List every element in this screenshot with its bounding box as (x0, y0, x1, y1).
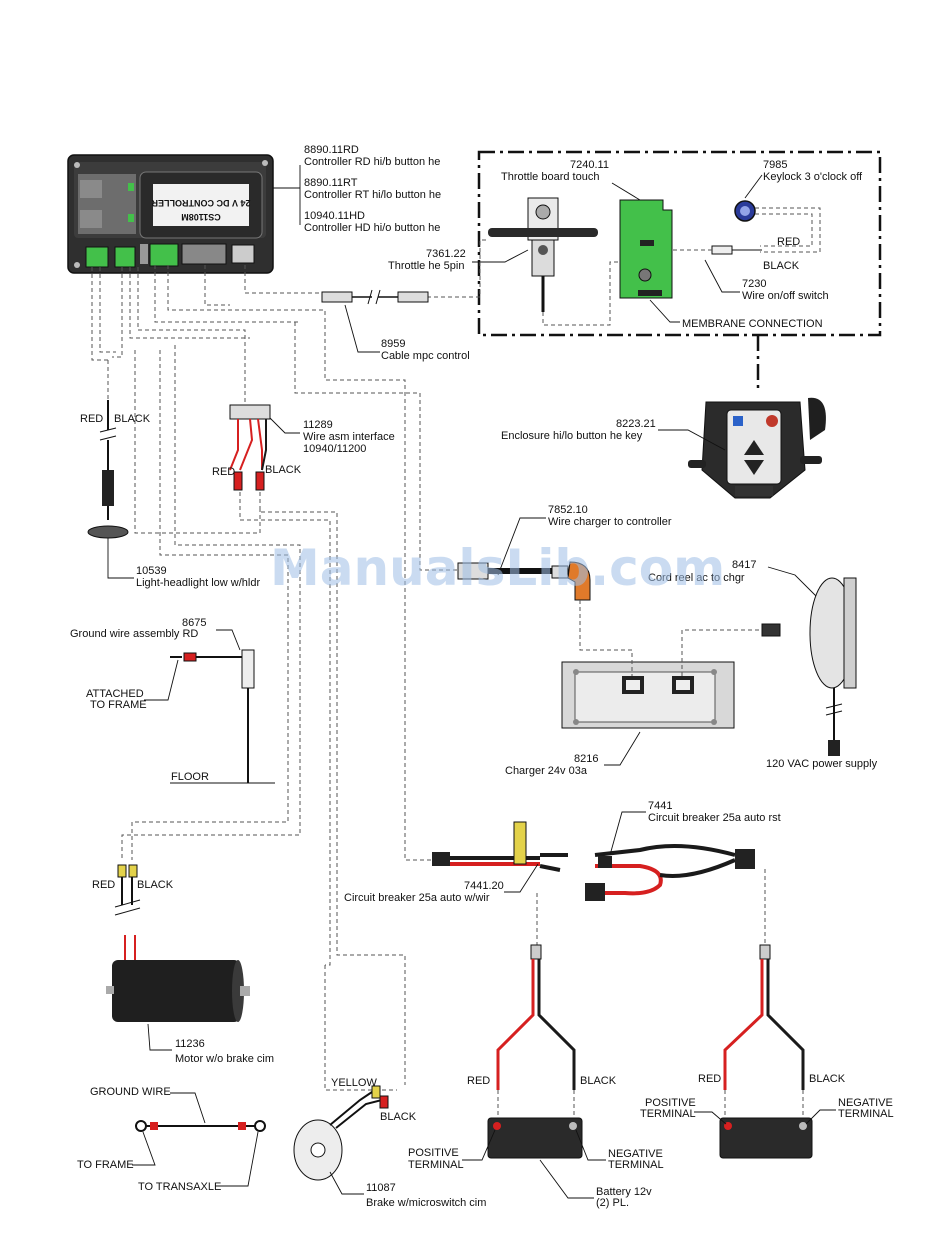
battery-left-negative-2: TERMINAL (608, 1159, 664, 1171)
charger (561, 661, 735, 729)
enclosure-description: Enclosure hi/lo button he key (501, 430, 643, 442)
wire-interface (229, 404, 271, 491)
rt-number: 8890.11RT (304, 177, 358, 189)
breaker-wire-description: Circuit breaker 25a auto w/wir (344, 892, 490, 904)
breaker-wire-number: 7441.20 (464, 880, 504, 892)
interface-number: 11289 (303, 419, 333, 431)
battery-left-negative-1: NEGATIVE (608, 1148, 663, 1160)
interface-black-label: BLACK (265, 464, 302, 476)
interface-red-label: RED (212, 466, 235, 478)
ground-wire-label: GROUND WIRE (90, 1086, 171, 1098)
battery-description: Battery 12v (596, 1186, 652, 1198)
throttle-number: 7361.22 (426, 248, 466, 260)
enclosure-hand-control (688, 397, 826, 499)
hd-number: 10940.11HD (304, 210, 365, 222)
harness-lines (91, 239, 488, 1091)
rd-description: Controller RD hi/b button he (304, 156, 440, 168)
battery-right-red-label: RED (698, 1073, 721, 1085)
watermark: ManualsLib.com (270, 539, 725, 597)
charger-wire-description: Wire charger to controller (548, 516, 672, 528)
battery-right-negative-2: TERMINAL (838, 1108, 894, 1120)
cord-number: 8417 (732, 559, 756, 571)
battery-quantity: (2) PL. (596, 1197, 629, 1209)
battery-left (487, 1117, 583, 1159)
cord-reel (809, 577, 857, 756)
motor (106, 864, 250, 1022)
battery-left-positive-2: TERMINAL (408, 1159, 464, 1171)
ground-asm-description: Ground wire assembly RD (70, 628, 198, 640)
brake (293, 1085, 389, 1181)
throttle-unit (488, 197, 598, 312)
switch-black-label: BLACK (763, 260, 800, 272)
throttle-board-description: Throttle board touch (501, 171, 599, 183)
motor-number: 11236 (175, 1038, 205, 1050)
motor-description: Motor w/o brake cim (175, 1053, 274, 1065)
cable-number: 8959 (381, 338, 405, 350)
charger-description: Charger 24v 03a (505, 765, 588, 777)
motor-black-label: BLACK (137, 879, 174, 891)
cord-description: Cord reel ac to chgr (648, 572, 745, 584)
switch-number: 7230 (742, 278, 766, 290)
attached-label-1: ATTACHED (86, 688, 144, 700)
throttle-assembly-box (477, 150, 882, 337)
throttle-board (619, 199, 673, 299)
battery-wires-right (723, 944, 805, 1120)
keylock-number: 7985 (763, 159, 787, 171)
breaker-description: Circuit breaker 25a auto rst (648, 812, 781, 824)
ground-wire-assembly (170, 649, 275, 784)
brake-yellow-label: YELLOW (331, 1077, 377, 1089)
battery-left-positive-1: POSITIVE (408, 1147, 459, 1159)
attached-label-2: TO FRAME (90, 699, 147, 711)
interface-part-numbers: 10940/11200 (303, 443, 366, 455)
battery-left-red-label: RED (467, 1075, 490, 1087)
controller-label-text: 24 V DC CONTROLLER (151, 198, 251, 208)
enclosure-number: 8223.21 (616, 418, 656, 430)
floor-label: FLOOR (171, 771, 209, 783)
keylock (734, 200, 756, 222)
hd-description: Controller HD hi/o button he (304, 222, 440, 234)
breaker-number: 7441 (648, 800, 672, 812)
interface-description: Wire asm interface (303, 431, 395, 443)
headlight (87, 400, 129, 539)
throttle-board-number: 7240.11 (570, 159, 609, 171)
switch-red-label: RED (777, 236, 800, 248)
motor-red-label: RED (92, 879, 115, 891)
charger-wire-number: 7852.10 (548, 504, 588, 516)
cable-mpc (321, 289, 429, 305)
brake-black-label: BLACK (380, 1111, 417, 1123)
ground-wire (135, 1120, 266, 1132)
switch-description: Wire on/off switch (742, 290, 829, 302)
battery-wires-left (496, 944, 576, 1120)
battery-right-positive-1: POSITIVE (645, 1097, 696, 1109)
breaker-harness (432, 821, 755, 901)
brake-description: Brake w/microswitch cim (366, 1197, 486, 1209)
throttle-description: Throttle he 5pin (388, 260, 464, 272)
controller-unit: 24 V DC CONTROLLER CS1108M (67, 154, 274, 274)
to-frame-label: TO FRAME (77, 1159, 134, 1171)
brake-number: 11087 (366, 1182, 396, 1194)
battery-left-black-label: BLACK (580, 1075, 617, 1087)
membrane-label: MEMBRANE CONNECTION (682, 318, 823, 330)
charger-number: 8216 (574, 753, 598, 765)
rd-number: 8890.11RD (304, 144, 359, 156)
ground-asm-number: 8675 (182, 617, 206, 629)
light-red-label: RED (80, 413, 103, 425)
controller-model-text: CS1108M (181, 212, 221, 222)
controller-leader (273, 165, 301, 225)
cable-description: Cable mpc control (381, 350, 470, 362)
light-black-label: BLACK (114, 413, 151, 425)
keylock-description: Keylock 3 o'clock off (763, 171, 863, 183)
light-number: 10539 (136, 565, 167, 577)
battery-right-negative-1: NEGATIVE (838, 1097, 893, 1109)
battery-right-positive-2: TERMINAL (640, 1108, 696, 1120)
rt-description: Controller RT hi/lo button he (304, 189, 441, 201)
charger-wire (457, 561, 591, 601)
light-description: Light-headlight low w/hldr (136, 577, 260, 589)
vac-label: 120 VAC power supply (766, 758, 878, 770)
battery-right (719, 1117, 813, 1159)
to-transaxle-label: TO TRANSAXLE (138, 1181, 221, 1193)
battery-right-black-label: BLACK (809, 1073, 846, 1085)
